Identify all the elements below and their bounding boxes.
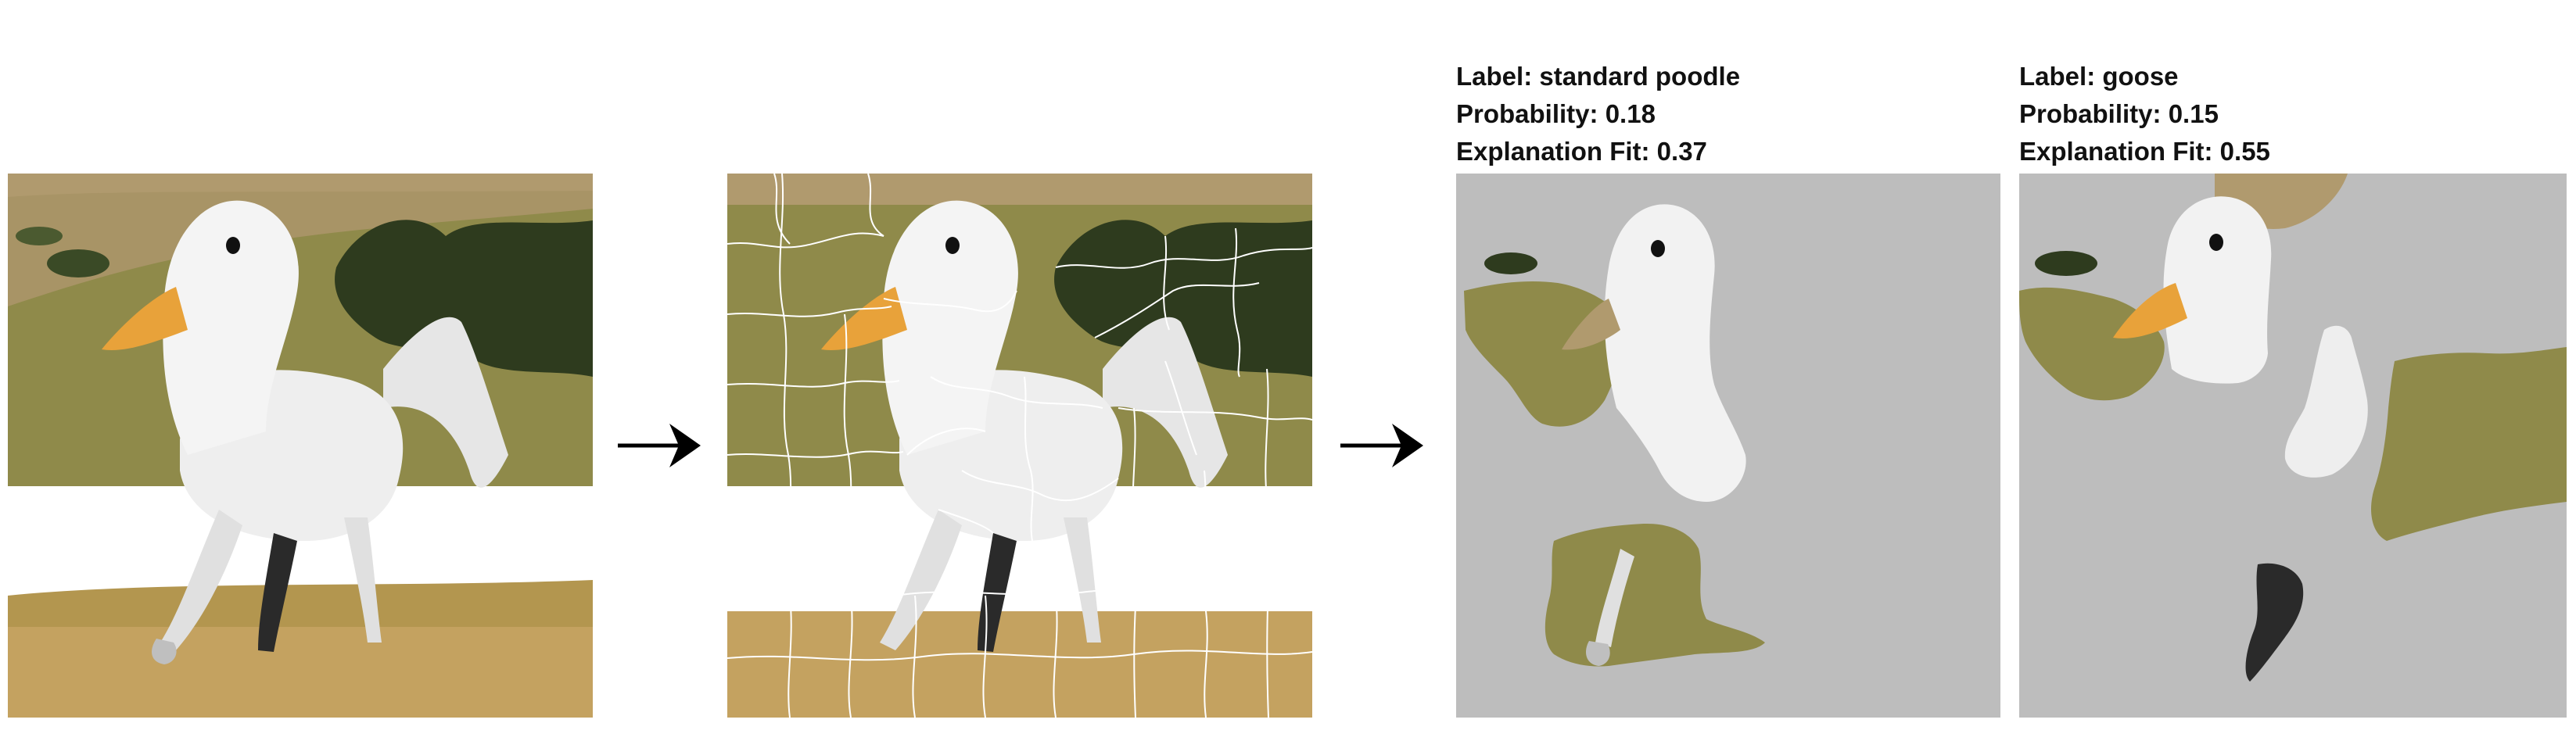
label-line: Label: goose: [2019, 58, 2270, 95]
fit-value: 0.55: [2219, 137, 2270, 166]
arrow-right-graphic: [1340, 424, 1423, 467]
label-value: goose: [2102, 62, 2179, 91]
explanation-caption-standard-poodle: Label: standard poodle Probability: 0.18…: [1456, 58, 1740, 170]
label-prefix: Label:: [1456, 62, 1533, 91]
probability-line: Probability: 0.15: [2019, 95, 2270, 133]
probability-prefix: Probability:: [2019, 99, 2162, 128]
label-prefix: Label:: [2019, 62, 2096, 91]
probability-line: Probability: 0.18: [1456, 95, 1740, 133]
probability-value: 0.15: [2168, 99, 2219, 128]
explanation-mask-standard-poodle: [1456, 174, 2000, 718]
fit-prefix: Explanation Fit:: [2019, 137, 2213, 166]
segmentation-graphic: [727, 174, 1312, 718]
fit-line: Explanation Fit: 0.55: [2019, 133, 2270, 170]
explanation-mask-goose: [2019, 174, 2567, 718]
superpixel-segmentation-image: [727, 174, 1312, 718]
explanation-mask-graphic: [2019, 174, 2567, 718]
explanation-mask-graphic: [1456, 174, 2000, 718]
label-value: standard poodle: [1539, 62, 1741, 91]
label-line: Label: standard poodle: [1456, 58, 1740, 95]
fit-value: 0.37: [1656, 137, 1707, 166]
fit-prefix: Explanation Fit:: [1456, 137, 1650, 166]
original-image-graphic: [8, 174, 593, 718]
fit-line: Explanation Fit: 0.37: [1456, 133, 1740, 170]
arrow-right-icon: [615, 414, 705, 477]
arrow-right-icon: [1337, 414, 1428, 477]
explanation-caption-goose: Label: goose Probability: 0.15 Explanati…: [2019, 58, 2270, 170]
arrow-right-graphic: [618, 424, 701, 467]
original-image: [8, 174, 593, 718]
probability-prefix: Probability:: [1456, 99, 1598, 128]
probability-value: 0.18: [1605, 99, 1656, 128]
